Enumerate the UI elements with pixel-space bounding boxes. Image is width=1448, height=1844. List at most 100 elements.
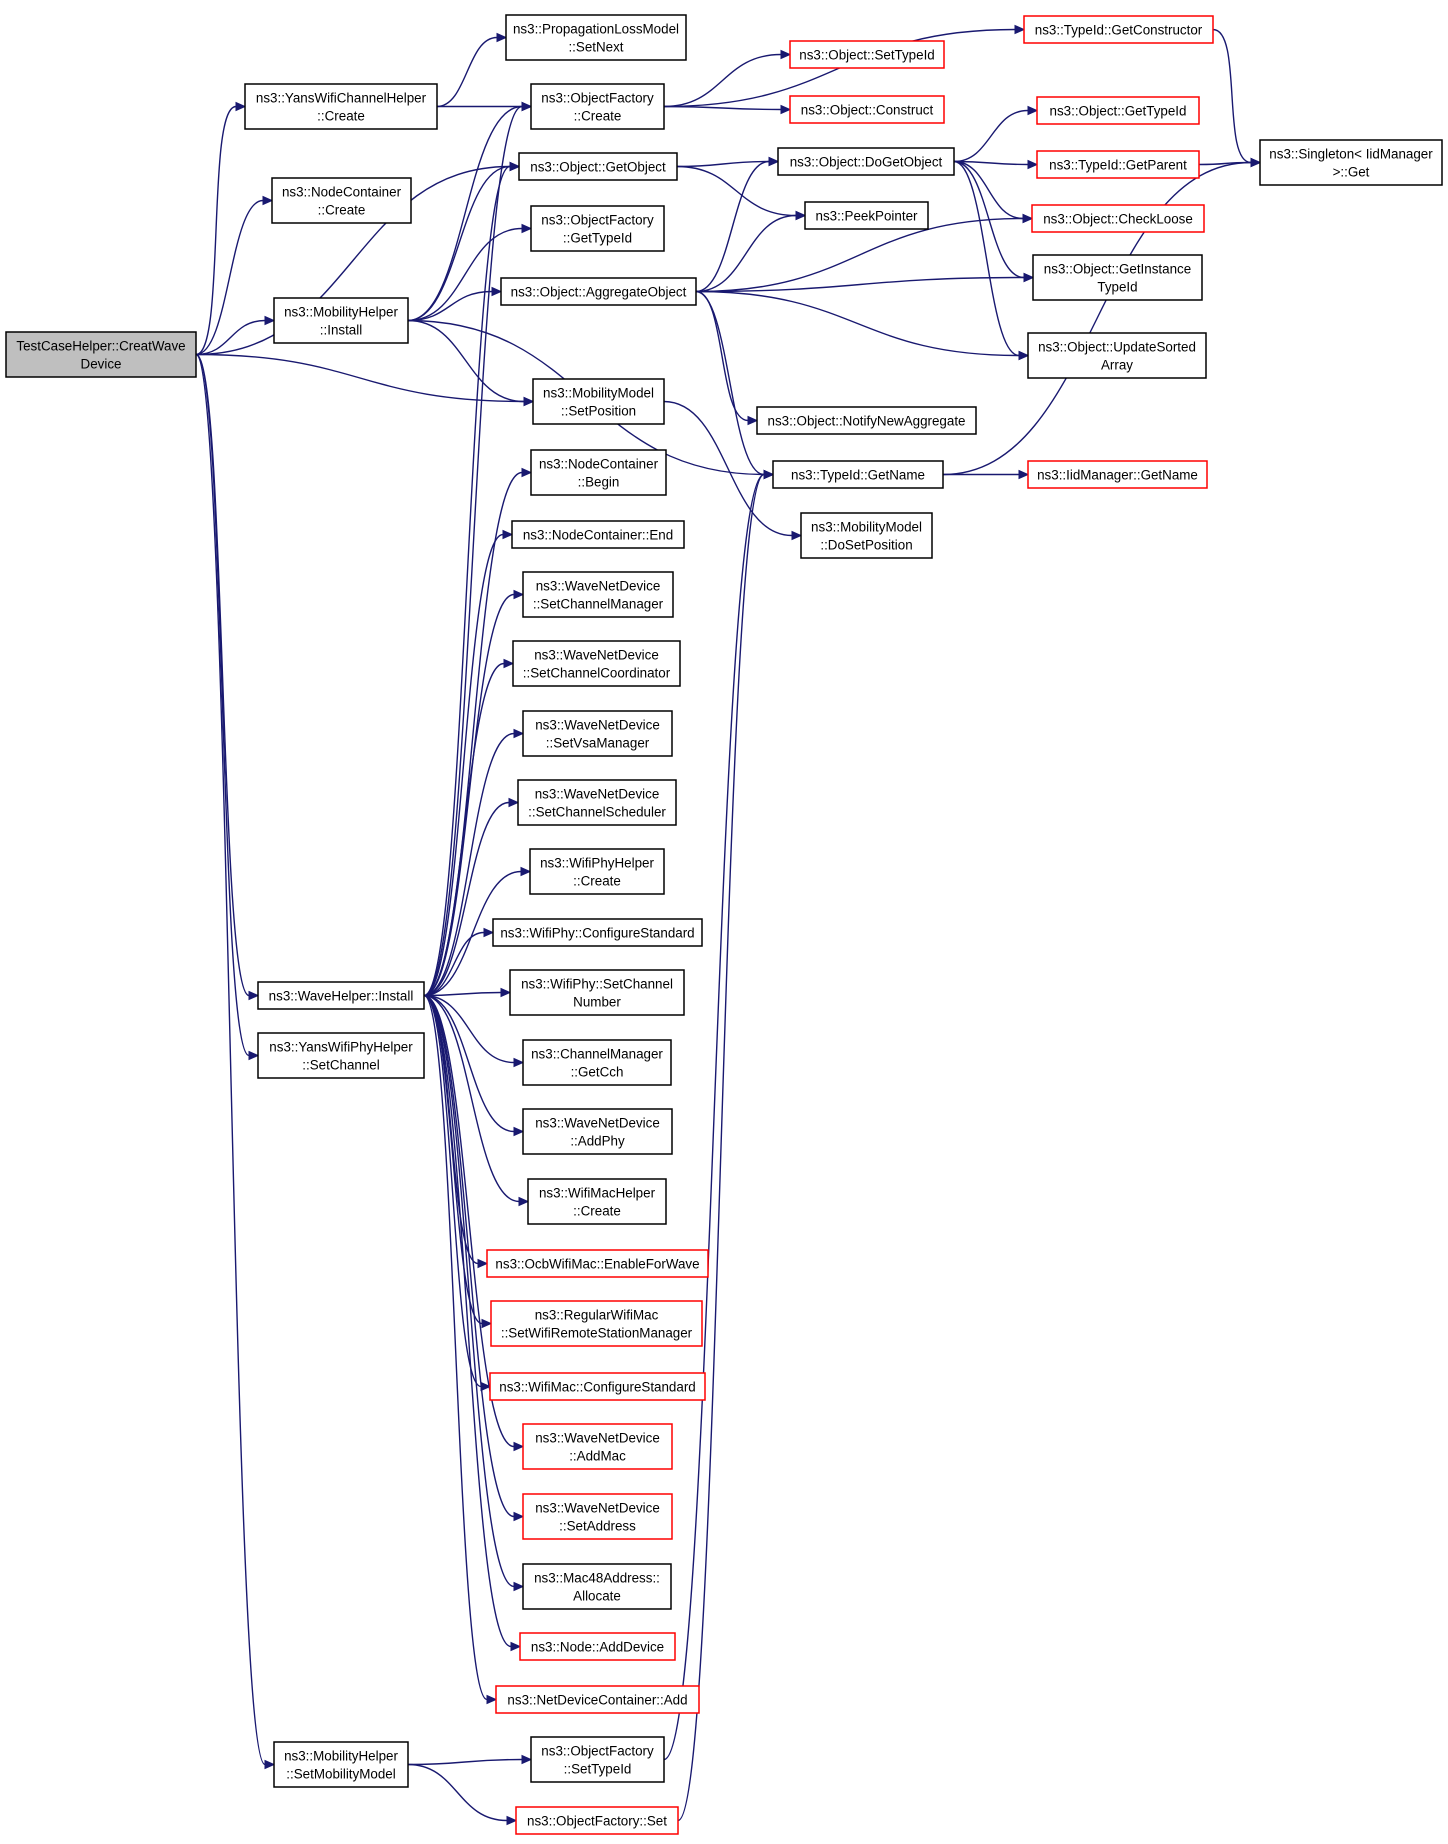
edge-line bbox=[676, 165, 797, 217]
node-box bbox=[518, 152, 678, 181]
node-peekpointer[interactable]: ns3::PeekPointer bbox=[804, 201, 929, 230]
arrowhead-icon bbox=[780, 49, 792, 60]
node-box bbox=[500, 277, 697, 306]
node-label: ::SetVsaManager bbox=[546, 736, 650, 751]
node-yans_phy_setch[interactable]: ns3::YansWifiPhyHelper::SetChannel bbox=[257, 1032, 425, 1079]
node-wnd_setaddr[interactable]: ns3::WaveNetDevice::SetAddress bbox=[522, 1493, 673, 1540]
node-label: ns3::Object::GetInstance bbox=[1044, 262, 1191, 277]
node-typeid_getname[interactable]: ns3::TypeId::GetName bbox=[772, 460, 944, 489]
node-mob_setmodel[interactable]: ns3::MobilityHelper::SetMobilityModel bbox=[273, 1741, 409, 1788]
node-mob_install[interactable]: ns3::MobilityHelper::Install bbox=[273, 297, 409, 344]
node-box bbox=[271, 177, 412, 224]
node-label: ::SetNext bbox=[568, 40, 623, 55]
edge-typeid_getname-to-iid_getname bbox=[943, 469, 1030, 480]
node-node_adddev[interactable]: ns3::Node::AddDevice bbox=[519, 1632, 676, 1661]
node-ocb_enable[interactable]: ns3::OcbWifiMac::EnableForWave bbox=[486, 1249, 709, 1278]
node-label: ns3::WaveNetDevice bbox=[535, 1431, 660, 1446]
node-obj_aggregate[interactable]: ns3::Object::AggregateObject bbox=[500, 277, 697, 306]
node-of_set[interactable]: ns3::ObjectFactory::Set bbox=[515, 1806, 679, 1835]
node-yans_ch_create[interactable]: ns3::YansWifiChannelHelper::Create bbox=[244, 83, 438, 130]
node-wphy_confstd[interactable]: ns3::WifiPhy::ConfigureStandard bbox=[492, 918, 703, 947]
node-obj_settypeid[interactable]: ns3::Object::SetTypeId bbox=[789, 40, 945, 69]
node-singleton_get[interactable]: ns3::Singleton< IidManager>::Get bbox=[1259, 139, 1443, 186]
node-box bbox=[529, 848, 665, 895]
node-label: ns3::Mac48Address:: bbox=[534, 1571, 660, 1586]
node-nodecont_create[interactable]: ns3::NodeContainer::Create bbox=[271, 177, 412, 224]
node-box bbox=[495, 1685, 700, 1714]
node-wnd_setchcoord[interactable]: ns3::WaveNetDevice::SetChannelCoordinato… bbox=[512, 640, 681, 687]
edge-line bbox=[942, 161, 1252, 476]
node-of_settypeid[interactable]: ns3::ObjectFactory::SetTypeId bbox=[530, 1736, 665, 1783]
edge-wave_install-to-nc_end bbox=[423, 529, 514, 997]
node-iid_getname[interactable]: ns3::IidManager::GetName bbox=[1027, 460, 1208, 489]
edge-mob_setmodel-to-of_set bbox=[407, 1763, 518, 1826]
node-label: ns3::WifiPhyHelper bbox=[540, 856, 654, 871]
edge-obj_getobject-to-obj_dogetobject bbox=[676, 156, 780, 168]
node-obj_dogetobject[interactable]: ns3::Object::DoGetObject bbox=[777, 147, 955, 176]
node-wnd_setchmgr[interactable]: ns3::WaveNetDevice::SetChannelManager bbox=[522, 571, 674, 618]
edge-obj_dogetobject-to-obj_updsorted bbox=[953, 160, 1030, 361]
node-regmac_setrsm[interactable]: ns3::RegularWifiMac::SetWifiRemoteStatio… bbox=[490, 1300, 703, 1347]
node-label: ::Create bbox=[574, 109, 622, 124]
node-obj_gettypeid[interactable]: ns3::Object::GetTypeId bbox=[1036, 96, 1200, 125]
node-box bbox=[1036, 150, 1200, 179]
node-of_create[interactable]: ns3::ObjectFactory::Create bbox=[530, 83, 665, 130]
node-label: ns3::WaveNetDevice bbox=[534, 648, 659, 663]
edge-wave_install-to-wnd_setchcoord bbox=[423, 658, 515, 997]
node-wphy_helper_create[interactable]: ns3::WifiPhyHelper::Create bbox=[529, 848, 665, 895]
node-obj_notify[interactable]: ns3::Object::NotifyNewAggregate bbox=[756, 406, 977, 435]
node-wave_install[interactable]: ns3::WaveHelper::Install bbox=[257, 981, 425, 1010]
edge-wave_install-to-wnd_setchsched bbox=[423, 797, 520, 997]
node-nc_begin[interactable]: ns3::NodeContainer::Begin bbox=[530, 449, 667, 496]
node-mm_dosetpos[interactable]: ns3::MobilityModel::DoSetPosition bbox=[800, 512, 933, 559]
arrowhead-icon bbox=[509, 161, 521, 172]
node-label: ns3::Object::CheckLoose bbox=[1043, 212, 1193, 227]
node-label: ns3::WifiPhy::ConfigureStandard bbox=[500, 926, 694, 941]
edge-line bbox=[423, 994, 515, 1133]
node-obj_construct[interactable]: ns3::Object::Construct bbox=[789, 95, 945, 124]
node-wnd_addphy[interactable]: ns3::WaveNetDevice::AddPhy bbox=[522, 1108, 673, 1155]
arrowhead-icon bbox=[1250, 157, 1262, 168]
edge-wave_install-to-wnd_addmac bbox=[423, 994, 525, 1452]
node-ndc_add[interactable]: ns3::NetDeviceContainer::Add bbox=[495, 1685, 700, 1714]
edge-of_set-to-typeid_getname bbox=[677, 469, 775, 1822]
node-label: ns3::MobilityHelper bbox=[284, 1749, 398, 1764]
edge-line bbox=[663, 400, 793, 537]
node-wnd_setvsa[interactable]: ns3::WaveNetDevice::SetVsaManager bbox=[522, 710, 673, 757]
arrowhead-icon bbox=[521, 223, 533, 234]
node-wnd_setchsched[interactable]: ns3::WaveNetDevice::SetChannelScheduler bbox=[517, 779, 677, 826]
node-nc_end[interactable]: ns3::NodeContainer::End bbox=[511, 520, 685, 549]
node-box bbox=[492, 918, 703, 947]
node-wmac_helper_create[interactable]: ns3::WifiMacHelper::Create bbox=[527, 1178, 667, 1225]
node-box bbox=[1036, 96, 1200, 125]
node-prop_setnext[interactable]: ns3::PropagationLossModel::SetNext bbox=[505, 14, 687, 61]
edge-obj_aggregate-to-typeid_getname bbox=[695, 290, 775, 480]
node-typeid_getparent[interactable]: ns3::TypeId::GetParent bbox=[1036, 150, 1200, 179]
node-label: ns3::Object::Construct bbox=[801, 103, 934, 118]
node-typeid_getctor[interactable]: ns3::TypeId::GetConstructor bbox=[1023, 15, 1214, 44]
node-wmac_confstd[interactable]: ns3::WifiMac::ConfigureStandard bbox=[489, 1372, 706, 1401]
edge-root-to-nodecont_create bbox=[195, 195, 274, 356]
node-label: ns3::NodeContainer::End bbox=[523, 528, 673, 543]
node-label: ns3::ObjectFactory bbox=[541, 1744, 654, 1759]
edge-line bbox=[423, 994, 515, 1588]
node-obj_checkloose[interactable]: ns3::Object::CheckLoose bbox=[1031, 204, 1205, 233]
node-mac48_alloc[interactable]: ns3::Mac48Address::Allocate bbox=[522, 1563, 672, 1610]
node-obj_getobject[interactable]: ns3::Object::GetObject bbox=[518, 152, 678, 181]
edge-mob_setmodel-to-of_settypeid bbox=[407, 1754, 533, 1766]
node-chmgr_getcch[interactable]: ns3::ChannelManager::GetCch bbox=[522, 1039, 672, 1086]
edge-line bbox=[423, 732, 515, 997]
arrowhead-icon bbox=[520, 866, 532, 877]
node-mm_setpos[interactable]: ns3::MobilityModel::SetPosition bbox=[532, 378, 665, 425]
arrowhead-icon bbox=[780, 104, 792, 115]
edge-of_create-to-obj_settypeid bbox=[663, 49, 792, 108]
node-wnd_addmac[interactable]: ns3::WaveNetDevice::AddMac bbox=[522, 1423, 673, 1470]
edge-line bbox=[695, 214, 797, 293]
edge-line bbox=[423, 994, 520, 1203]
arrowhead-icon bbox=[508, 797, 520, 808]
node-of_gettypeid[interactable]: ns3::ObjectFactory::GetTypeId bbox=[530, 205, 665, 252]
node-label: ns3::Object::GetObject bbox=[530, 160, 666, 175]
